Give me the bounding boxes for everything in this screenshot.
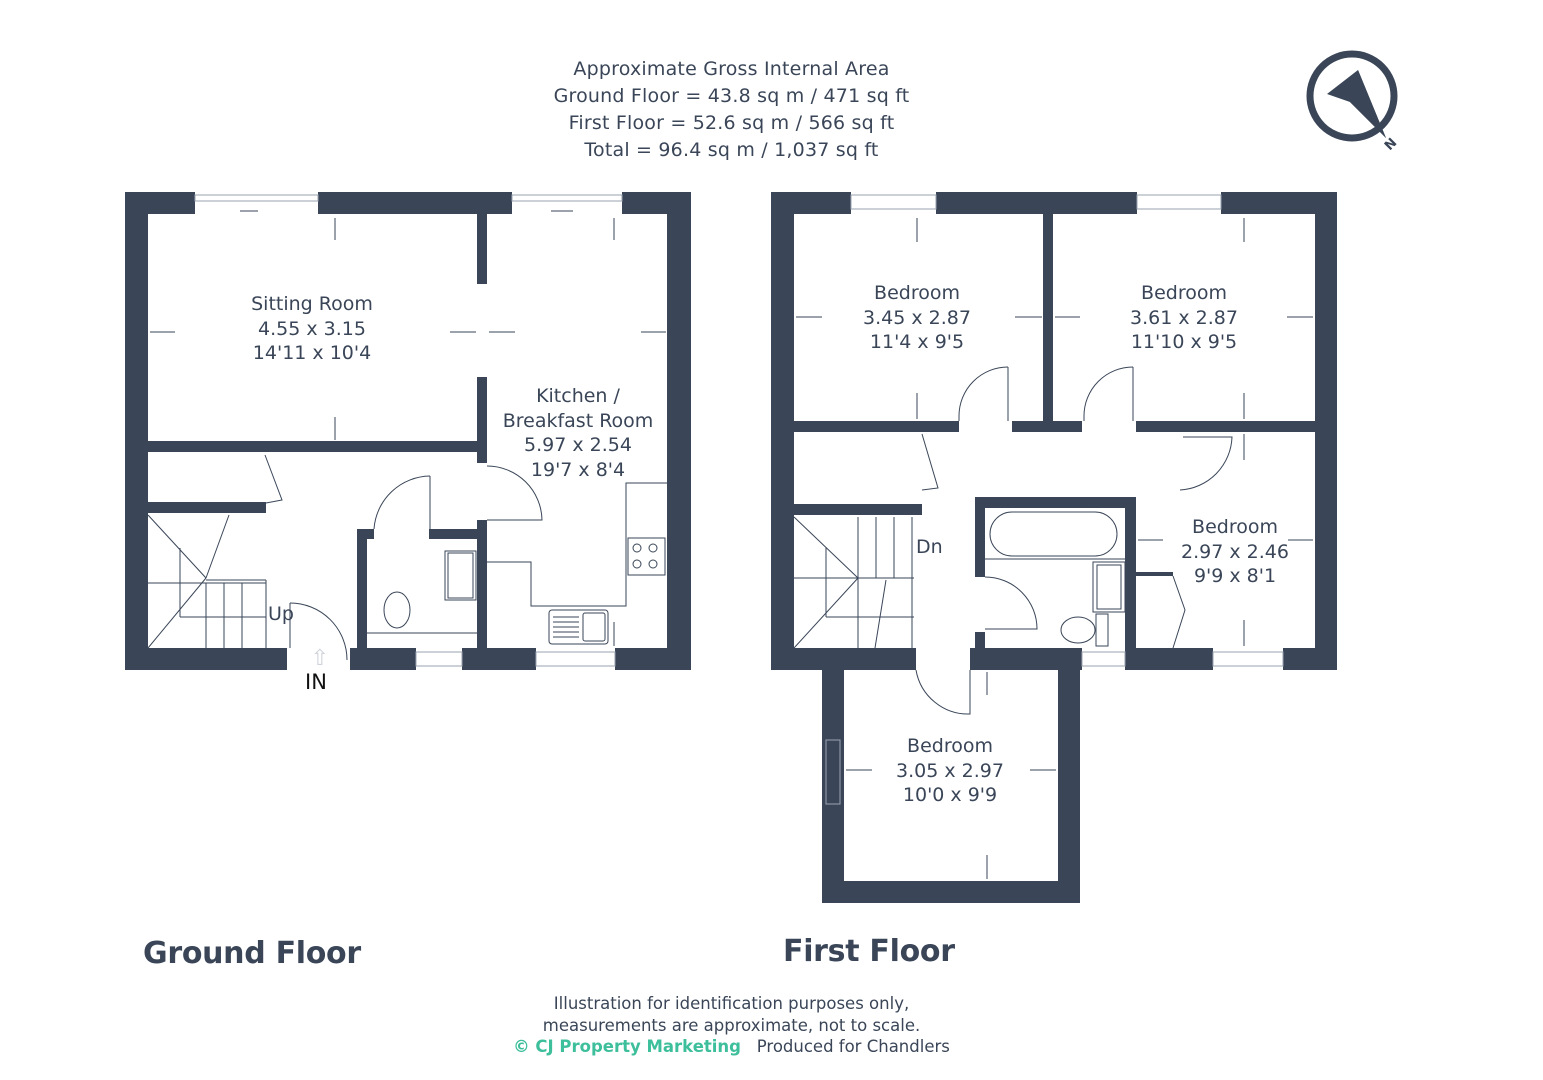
ground-floor-area: Ground Floor = 43.8 sq m / 471 sq ft [553,85,910,107]
entrance-arrow-icon: ⇧ [311,646,329,671]
first-floor-title: First Floor [783,934,955,969]
gross-internal-area: Approximate Gross Internal Area Ground F… [0,56,1463,164]
ground-floor-walls [125,192,691,670]
area-title: Approximate Gross Internal Area [573,58,890,80]
produced-for: Produced for Chandlers [756,1037,950,1056]
ground-floor-title: Ground Floor [143,936,361,971]
stairs-up-label: Up [268,603,294,625]
ground-floor-fixtures [147,194,667,667]
entrance-label: IN [305,670,327,694]
room-bedroom-4: Bedroom 3.05 x 2.97 10'0 x 9'9 [896,735,1004,806]
stairs-down-label: Dn [916,536,943,558]
brand-credit: © CJ Property Marketing [513,1037,741,1056]
room-bedroom-2: Bedroom 3.61 x 2.87 11'10 x 9'5 [1130,282,1238,353]
credits: © CJ Property Marketing Produced for Cha… [0,1036,1463,1058]
room-bedroom-3: Bedroom 2.97 x 2.46 9'9 x 8'1 [1181,516,1289,587]
disclaimer: Illustration for identification purposes… [0,993,1463,1058]
room-kitchen-breakfast: Kitchen / Breakfast Room 5.97 x 2.54 19'… [502,385,654,481]
compass-north-arrow-icon: N [1306,50,1400,154]
first-floor-fixtures [793,194,1313,879]
first-floor-walls [771,192,1337,903]
disclaimer-line-1: Illustration for identification purposes… [553,994,910,1013]
room-sitting-room: Sitting Room 4.55 x 3.15 14'11 x 10'4 [251,293,373,364]
room-bedroom-1: Bedroom 3.45 x 2.87 11'4 x 9'5 [863,282,971,353]
first-floor-area: First Floor = 52.6 sq m / 566 sq ft [568,112,895,134]
total-area: Total = 96.4 sq m / 1,037 sq ft [584,139,879,161]
disclaimer-line-2: measurements are approximate, not to sca… [542,1015,921,1035]
